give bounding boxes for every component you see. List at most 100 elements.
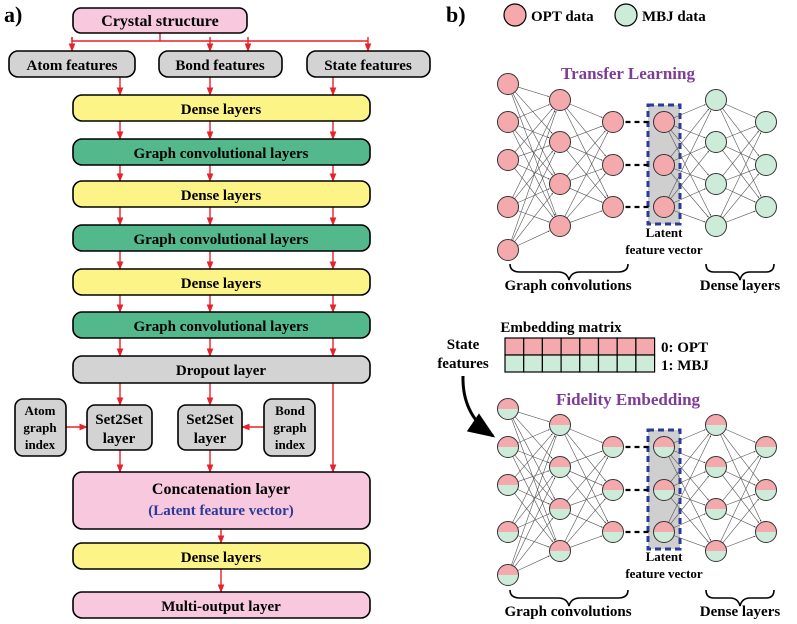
state-features-label: State features [324, 58, 412, 74]
network-edge [670, 475, 710, 524]
bond-graph-index-box [263, 398, 316, 457]
network-edge [673, 450, 706, 464]
panel-a-arrows [66, 33, 372, 593]
opt-node [497, 239, 519, 261]
dense-brace-2 [705, 589, 775, 607]
network-edge [720, 457, 762, 542]
opt-node [497, 196, 519, 218]
dropout-layer-label: Dropout layer [176, 363, 266, 379]
embedding-cell [579, 337, 600, 356]
network-edge [517, 489, 550, 505]
network-edge [670, 454, 709, 501]
opt-node [497, 73, 519, 95]
node-top-half [653, 521, 675, 532]
network-edge [517, 104, 550, 119]
embedded-node [602, 436, 624, 458]
node-bottom-half [755, 447, 777, 458]
node-top-half [497, 521, 519, 532]
node-bottom-half [653, 490, 675, 501]
node-top-half [705, 498, 727, 509]
node-top-half [755, 436, 777, 447]
node-top-half [497, 436, 519, 447]
node-top-half [705, 414, 727, 425]
state-features-box [306, 50, 431, 78]
dense-layers-b-label-1: Dense layers [700, 278, 781, 294]
network-edge [673, 493, 706, 506]
embedded-node [705, 414, 727, 436]
node-bottom-half [602, 447, 624, 458]
network-edge [673, 535, 706, 548]
graph-conv-brace-2 [509, 589, 629, 607]
legend-mbj-swatch [614, 3, 638, 27]
state-features-b-line1: State [447, 337, 480, 353]
node-top-half [549, 414, 571, 425]
node-bottom-half [653, 447, 675, 458]
network-edge [673, 429, 706, 444]
latent-feature-vector-label: (Latent feature vector) [148, 503, 294, 519]
embedded-node [602, 479, 624, 501]
fidelity-embedding-network [497, 398, 777, 586]
network-edge [512, 477, 556, 566]
opt-node [653, 196, 675, 218]
network-edge [673, 513, 706, 529]
embedded-node [549, 414, 571, 436]
dense-layers-label-3: Dense layers [181, 276, 262, 292]
network-edge [514, 192, 554, 242]
crystal-structure-label: Crystal structure [101, 13, 218, 30]
node-top-half [602, 436, 624, 447]
network-edge [512, 435, 556, 523]
network-edge [514, 475, 554, 524]
multi-output-label: Multi-output layer [161, 599, 281, 615]
embedding-matrix-label: Embedding matrix [500, 320, 622, 336]
node-top-half [497, 474, 519, 485]
graph-convolutions-label-2: Graph convolutions [504, 604, 631, 620]
node-bottom-half [705, 425, 727, 436]
embedded-node [755, 479, 777, 501]
embedded-node [497, 521, 519, 543]
network-edge [725, 103, 756, 118]
legend-mbj-label: MBJ data [642, 9, 706, 25]
node-top-half [549, 540, 571, 551]
latent-label-1-line1: Latent [646, 225, 684, 240]
atom-features-box [8, 50, 136, 78]
node-top-half [497, 398, 519, 409]
embedded-node [549, 456, 571, 478]
bond-graph-index-line3: index [275, 437, 306, 452]
network-edge [569, 450, 603, 464]
network-edge [514, 108, 553, 153]
node-bottom-half [549, 467, 571, 478]
node-bottom-half [549, 425, 571, 436]
node-bottom-half [602, 490, 624, 501]
embedded-node [497, 398, 519, 420]
transfer-learning-network [497, 73, 777, 261]
bond-features-box [158, 50, 283, 78]
network-edge [673, 146, 706, 162]
network-edge [514, 129, 553, 176]
embedded-node [705, 540, 727, 562]
embedding-matrix [504, 337, 656, 373]
transfer-learning-title: Transfer Learning [561, 64, 695, 83]
network-edge [512, 110, 556, 198]
crystal-structure-box [72, 7, 248, 34]
dense-layers-box-1 [72, 94, 371, 122]
network-edge [668, 110, 712, 198]
embedded-node [497, 436, 519, 458]
network-edge [517, 145, 550, 157]
graph-conv-box-2 [72, 224, 371, 252]
node-bottom-half [653, 532, 675, 543]
embedded-node [549, 540, 571, 562]
node-top-half [755, 521, 777, 532]
dense-layers-box-3 [72, 268, 371, 296]
embedding-cell [616, 354, 637, 373]
network-edge [514, 91, 553, 134]
network-edge [670, 150, 710, 199]
network-edge [668, 131, 712, 216]
latent-label-2-line2: feature vector [625, 566, 703, 581]
node-bottom-half [497, 532, 519, 543]
network-edge [722, 130, 760, 177]
network-edge [569, 428, 603, 443]
network-edge [517, 513, 550, 529]
node-bottom-half [755, 532, 777, 543]
network-edge [720, 132, 762, 217]
